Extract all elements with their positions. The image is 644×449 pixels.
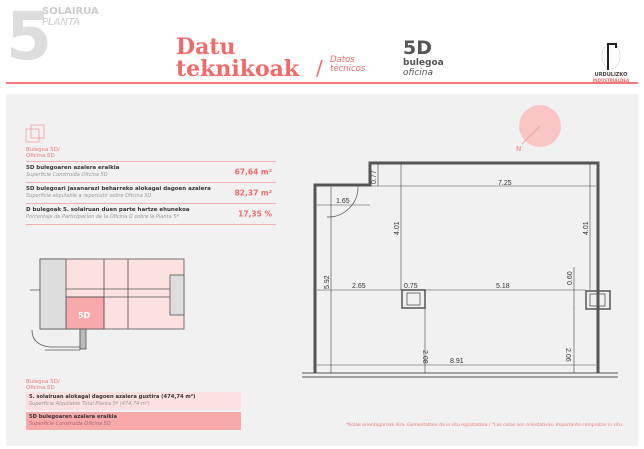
dim-725: 7.25 — [498, 180, 512, 187]
logo-line1: URDULIZKO — [594, 72, 628, 78]
dim-891: 8.91 — [450, 358, 464, 365]
row-value: 17,35 % — [238, 209, 272, 219]
header-divider — [6, 82, 638, 84]
title-line1: Datu — [176, 34, 236, 60]
unit-label-es: Oficina 5D — [26, 153, 55, 159]
row-value: 67,64 m² — [234, 167, 272, 177]
row-label-es: Superficie alquilable a repercutir sobre… — [26, 193, 152, 199]
row-label-eu: 5D bulegoari jasanarazi beharreko alokag… — [26, 186, 211, 192]
compass-icon: N — [516, 105, 561, 153]
dim-401b: 4.01 — [583, 221, 590, 235]
footer-note: *Kotak orientagarriak dira. Gomentatzeu … — [346, 423, 622, 428]
floor-plan — [302, 161, 618, 378]
dim-518: 5.18 — [496, 283, 510, 290]
row-value: 82,37 m² — [234, 188, 272, 198]
dim-401a: 4.01 — [394, 221, 401, 235]
unit-code: 5D — [403, 37, 432, 59]
logo-icon — [601, 42, 621, 70]
dim-165: 1.65 — [336, 198, 350, 205]
unit-eu: bulegoa — [403, 58, 444, 68]
unit-label-eu: Bulegoa 5D/ — [26, 147, 60, 153]
info-row: D bulegoak 5. solairuan duen parte hartz… — [26, 203, 276, 224]
keyplan-label-es: Oficina 5D — [26, 385, 55, 391]
unit-icon — [25, 124, 45, 143]
row-label-eu: D bulegoak 5. solairuan duen parte hartz… — [26, 207, 190, 213]
floor-number: 5 — [6, 0, 52, 75]
logo-line2: INDUSTRIALDEA — [592, 78, 630, 83]
title-separator: / — [316, 56, 323, 80]
keyplan-label: Bulegoa 5D/Oficina 5D — [26, 379, 60, 391]
subtitle-line2: técnicos — [330, 64, 366, 74]
unit-label: Bulegoa 5D/Oficina 5D — [26, 147, 60, 159]
row-label-es: Porcentaje de Participación de la Oficin… — [26, 214, 179, 220]
legend-eu: 5. solairuan alokagai dagoen azalera guz… — [29, 394, 196, 400]
keyplan-label-eu: Bulegoa 5D/ — [26, 379, 60, 385]
row-label-es: Superficie Construida Oficina 5D — [26, 172, 108, 178]
dim-208: 2.08 — [421, 350, 428, 364]
dim-206: 2.06 — [564, 348, 571, 362]
dim-077: 0.77 — [371, 170, 378, 184]
dim-265: 2.65 — [352, 283, 366, 290]
key-plan — [30, 258, 185, 351]
legend-total-area: 5. solairuan alokagai dagoen azalera guz… — [26, 392, 241, 410]
floor-es: PLANTA — [42, 17, 80, 28]
dim-075: 0.75 — [404, 283, 418, 290]
unit-es: oficina — [403, 68, 433, 78]
dim-060: 0.60 — [567, 271, 574, 285]
key-plan-unit-label: 5D — [78, 311, 91, 320]
north-label: N — [516, 145, 521, 153]
info-row: 5D bulegoari jasanarazi beharreko alokag… — [26, 182, 276, 203]
legend-es: Superficie Construida Oficina 5D — [29, 421, 111, 427]
legend-eu: 5D bulegoaren azalera eraikia — [29, 414, 118, 420]
row-label-eu: 5D bulegoaren azalera eraikia — [26, 165, 120, 171]
subtitle-line1: Datos — [330, 55, 355, 65]
keyplan-legend: 5. solairuan alokagai dagoen azalera guz… — [26, 392, 241, 430]
floor-eu: SOLAIRUA — [42, 6, 99, 17]
title-line2: teknikoak — [176, 56, 300, 82]
legend-es: Superficie Alquilable Total Planta 5ª (4… — [29, 401, 150, 407]
dim-592: 5.92 — [324, 275, 331, 289]
